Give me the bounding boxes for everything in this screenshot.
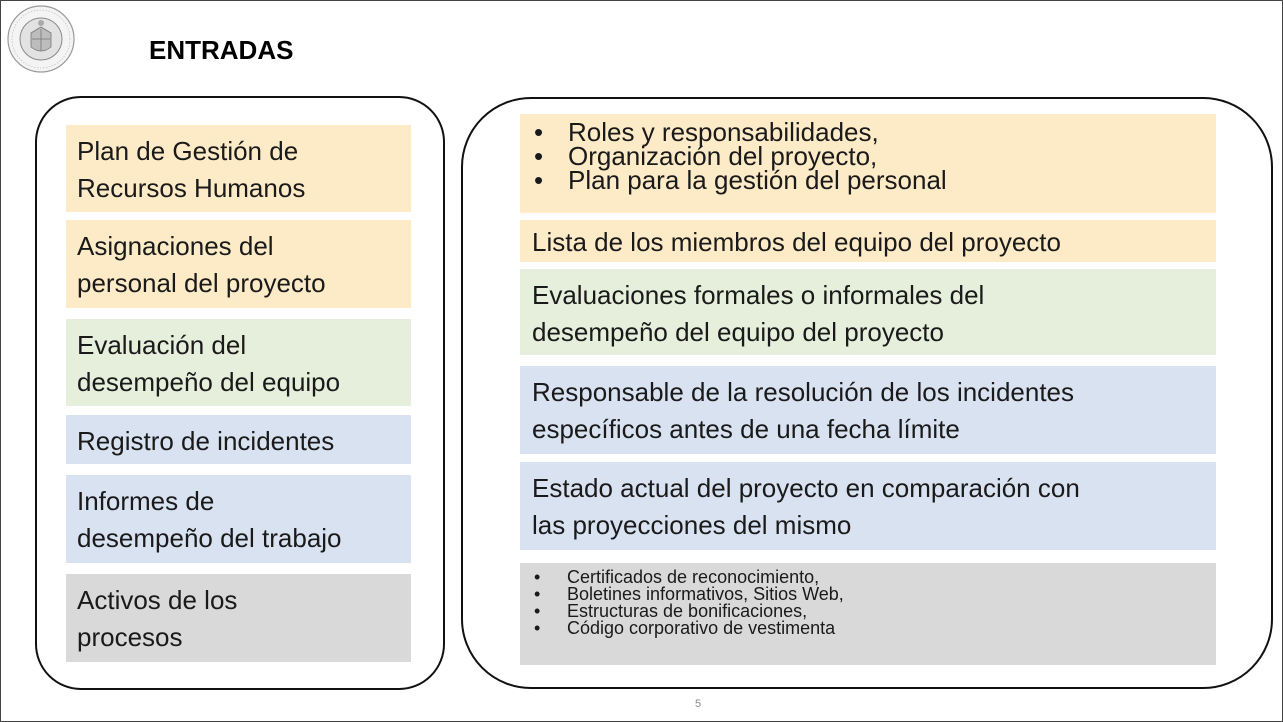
inputs-list-panel bbox=[35, 96, 445, 690]
list-item: •Plan para la gestión del personal bbox=[534, 165, 947, 195]
list-item: •Código corporativo de vestimenta bbox=[534, 618, 836, 638]
input-process-assets: Activos de los procesos bbox=[66, 574, 411, 662]
list-item: •Boletines informativos, Sitios Web, bbox=[534, 584, 844, 604]
assets-details: •Certificados de reconocimiento, •Boleti… bbox=[520, 563, 1216, 665]
evaluation-detail: Evaluaciones formales o informales del d… bbox=[520, 269, 1216, 355]
assignments-detail: Lista de los miembros del equipo del pro… bbox=[520, 220, 1216, 262]
list-item: •Certificados de reconocimiento, bbox=[534, 567, 820, 587]
descriptions-panel bbox=[461, 97, 1273, 689]
input-hr-plan: Plan de Gestión de Recursos Humanos bbox=[66, 125, 411, 212]
input-work-reports: Informes de desempeño del trabajo bbox=[66, 475, 411, 563]
reports-detail: Estado actual del proyecto en comparació… bbox=[520, 462, 1216, 550]
page-title: ENTRADAS bbox=[149, 35, 294, 65]
assets-bullet-list: •Certificados de reconocimiento, •Boleti… bbox=[520, 567, 1216, 638]
input-issue-log: Registro de incidentes bbox=[66, 415, 411, 464]
issues-detail: Responsable de la resolución de los inci… bbox=[520, 366, 1216, 454]
input-team-performance: Evaluación del desempeño del equipo bbox=[66, 319, 411, 406]
plan-details: •Roles y responsabilidades, •Organizació… bbox=[520, 114, 1216, 213]
university-seal-icon bbox=[7, 5, 75, 73]
page-number: 5 bbox=[695, 698, 702, 710]
list-item: •Organización del proyecto, bbox=[534, 141, 878, 171]
plan-bullet-list: •Roles y responsabilidades, •Organizació… bbox=[520, 117, 1216, 195]
input-staff-assignments: Asignaciones del personal del proyecto bbox=[66, 220, 411, 308]
list-item: •Estructuras de bonificaciones, bbox=[534, 601, 808, 621]
list-item: •Roles y responsabilidades, bbox=[534, 117, 879, 147]
